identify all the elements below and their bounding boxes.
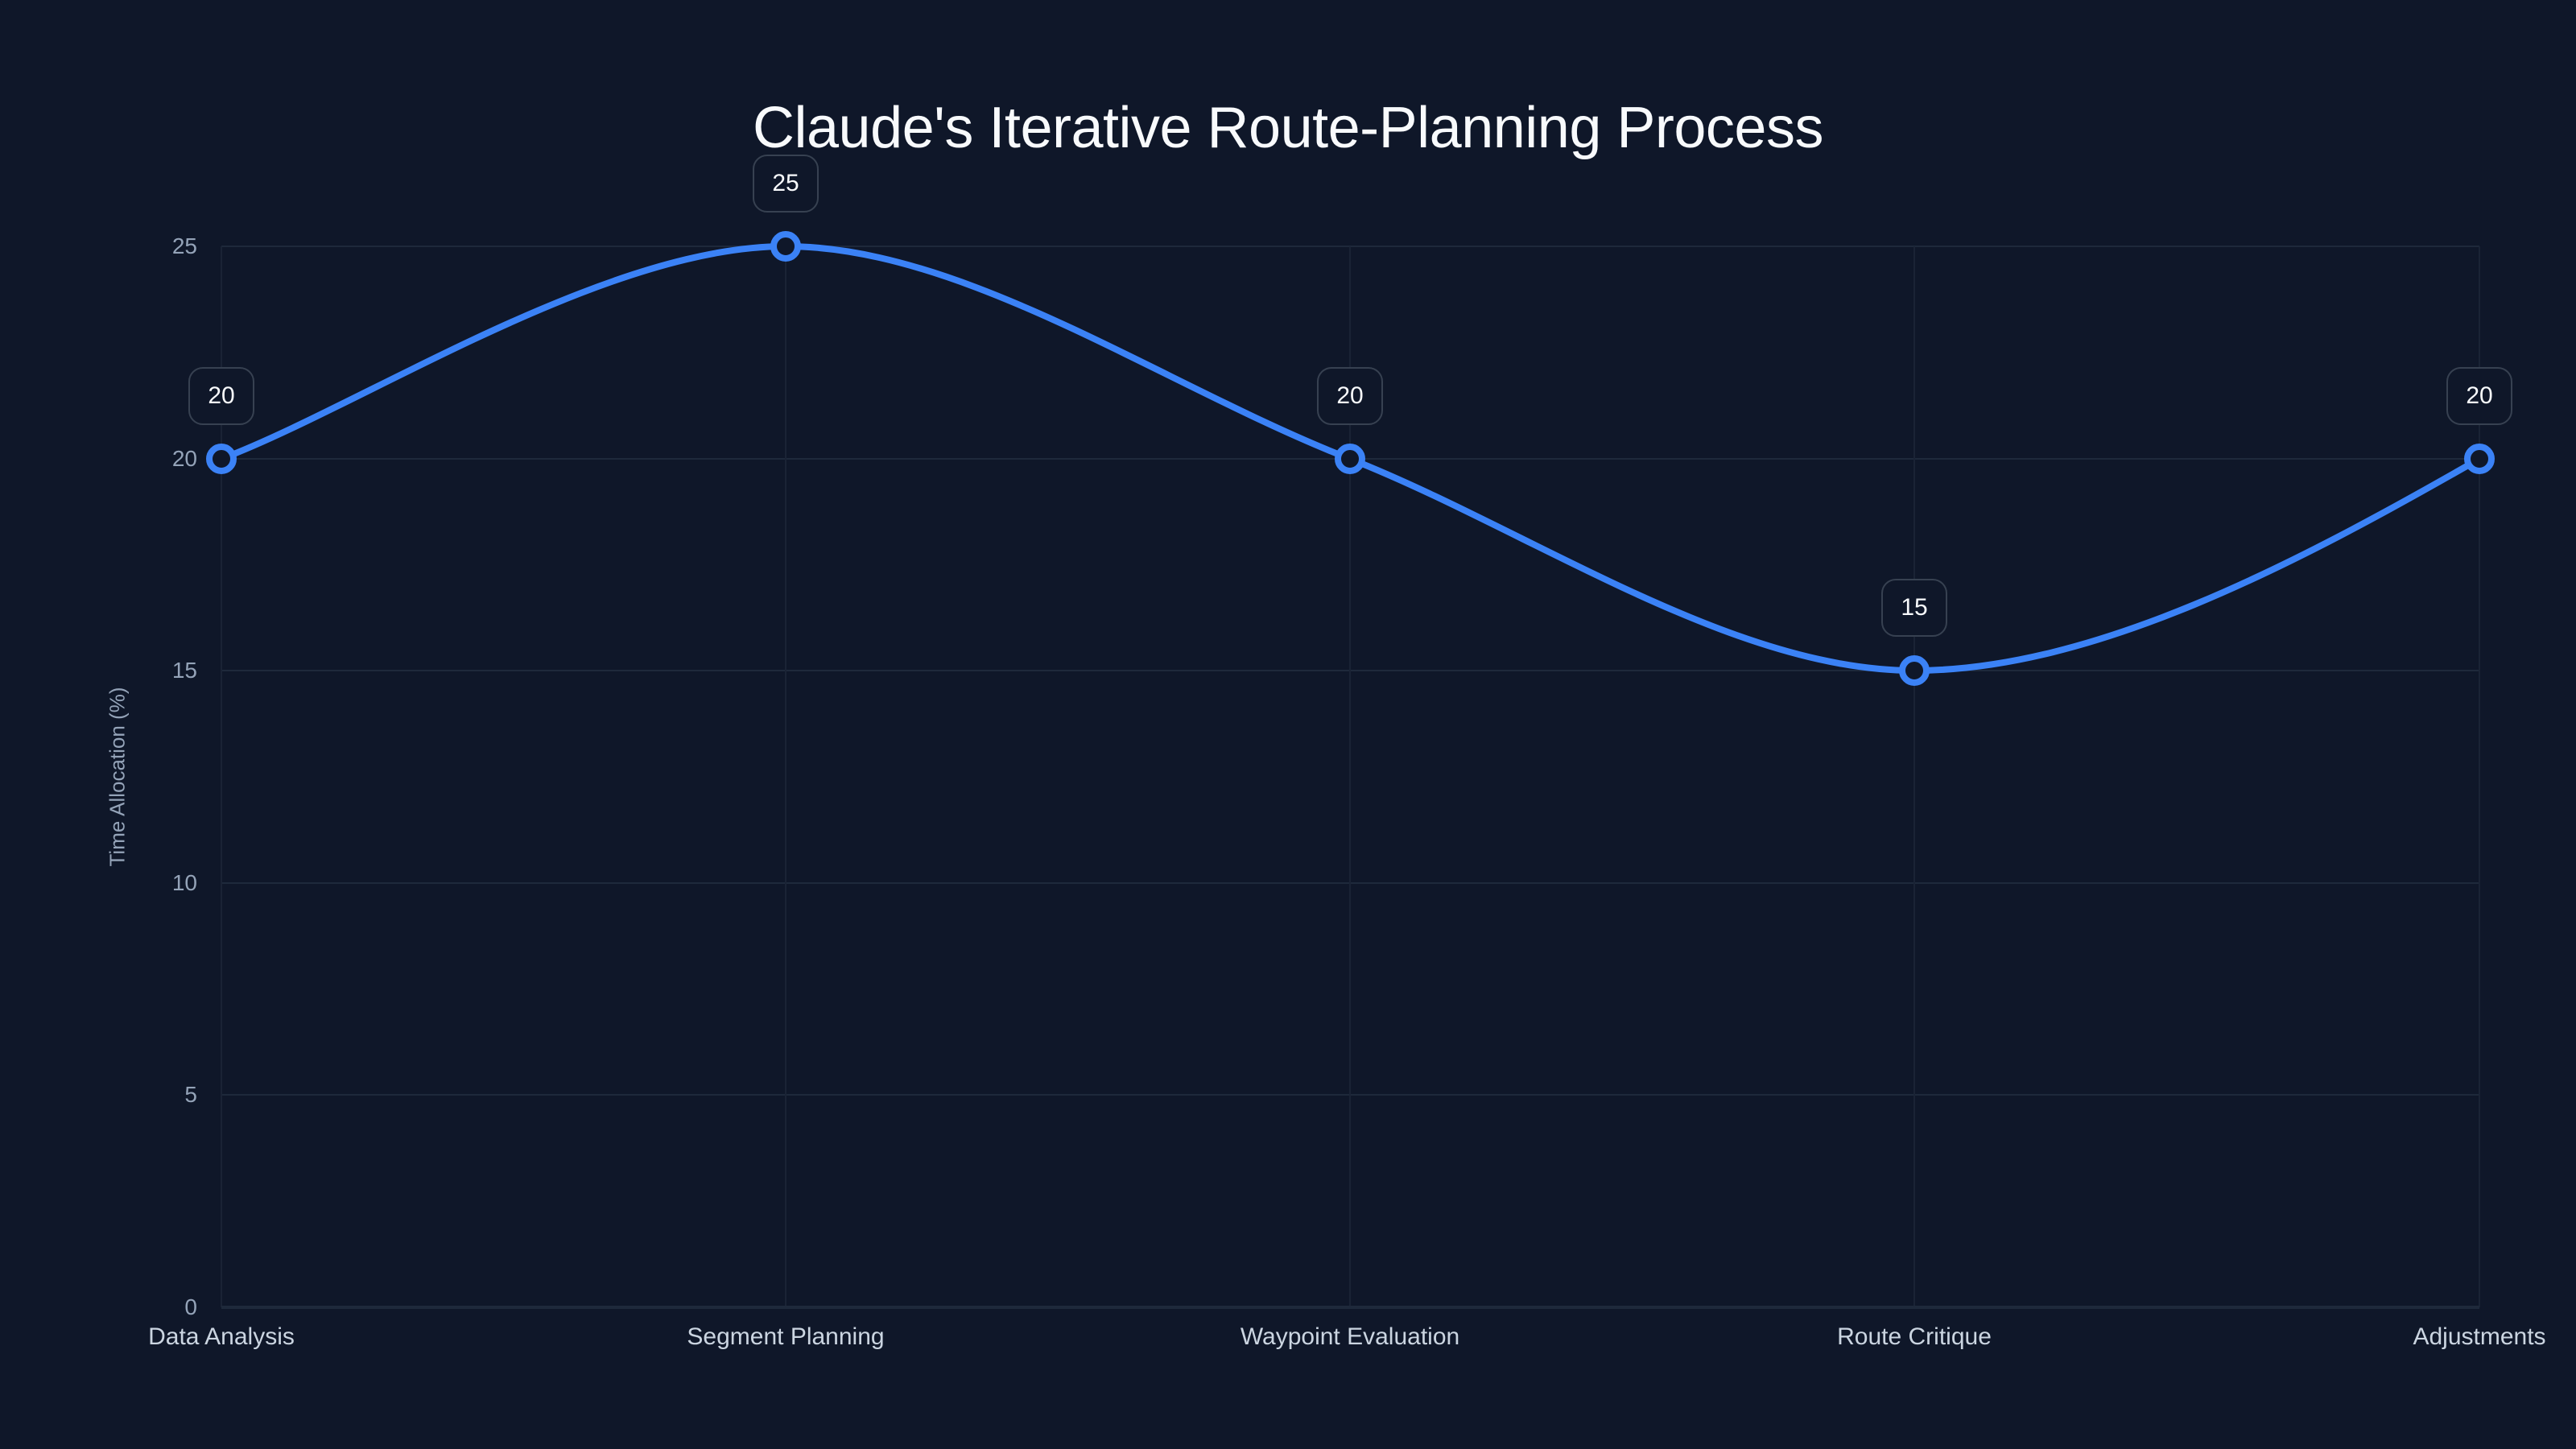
- chart-title: Claude's Iterative Route-Planning Proces…: [753, 96, 1823, 160]
- x-tick-label: Route Critique: [1837, 1323, 1992, 1350]
- x-tick-label: Waypoint Evaluation: [1240, 1323, 1460, 1350]
- data-value-label: 20: [2446, 367, 2512, 425]
- series-markers: [206, 231, 2495, 686]
- data-value-label: 20: [188, 367, 254, 425]
- y-tick-label: 10: [171, 870, 197, 895]
- x-tick-label: Data Analysis: [148, 1323, 295, 1350]
- data-point-marker[interactable]: [1335, 444, 1365, 474]
- y-axis-label: Time Allocation (%): [105, 687, 130, 867]
- y-tick-label: 25: [171, 233, 197, 258]
- data-point-marker[interactable]: [1899, 655, 1930, 686]
- y-tick-label: 20: [171, 446, 197, 471]
- y-tick-label: 5: [184, 1082, 197, 1107]
- y-tick-label: 0: [184, 1294, 197, 1319]
- data-value-label: 25: [753, 155, 819, 213]
- x-tick-label: Segment Planning: [687, 1323, 885, 1350]
- y-tick-label: 15: [171, 658, 197, 683]
- data-point-marker[interactable]: [2464, 444, 2495, 474]
- data-point-marker[interactable]: [770, 231, 801, 262]
- data-value-label: 20: [1317, 367, 1383, 425]
- x-tick-label: Adjustments: [2413, 1323, 2546, 1350]
- data-point-marker[interactable]: [206, 444, 237, 474]
- data-value-label: 15: [1881, 579, 1947, 637]
